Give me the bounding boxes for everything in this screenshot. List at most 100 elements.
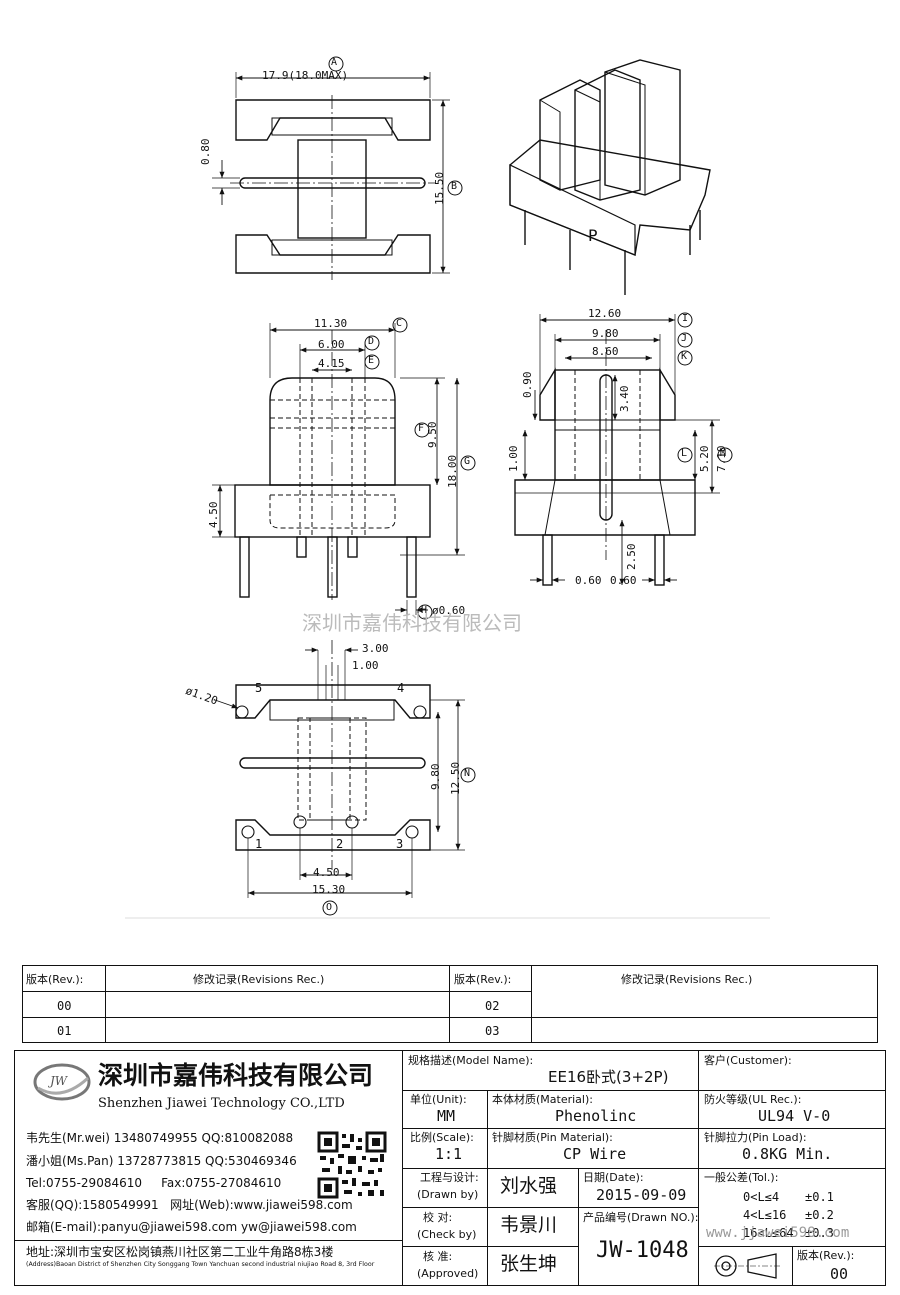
ref-l: L xyxy=(681,448,688,459)
unit-label: 单位(Unit): xyxy=(410,1093,467,1106)
drawn-no-label: 产品编号(Drawn NO.): xyxy=(583,1211,699,1224)
tol-range-2: 16<L≤64 xyxy=(743,1226,794,1240)
ref-b: B xyxy=(451,181,458,192)
logo-text: JW xyxy=(50,1074,68,1088)
rev-value: 00 xyxy=(830,1265,849,1283)
dim-bottom-1250: 12.50 xyxy=(449,761,462,795)
ref-h: H xyxy=(421,605,428,616)
contact-1: 潘小姐(Ms.Pan) 13728773815 QQ:530469346 xyxy=(26,1154,297,1168)
drawn-label-en: (Drawn by) xyxy=(417,1188,479,1201)
rev-header-left: 版本(Rev.): xyxy=(26,973,84,986)
watermark-url: www.jjawei598.com xyxy=(706,1225,850,1241)
dim-side-860: 8.60 xyxy=(592,345,619,358)
side-view xyxy=(514,312,733,586)
address-en: (Address)Baoan District of Shenzhen City… xyxy=(26,1261,375,1268)
pin-label-2: 2 xyxy=(336,837,344,851)
tol-range-1: 4<L≤16 xyxy=(743,1208,787,1222)
pin-label-4: 4 xyxy=(397,681,405,695)
rev-label: 版本(Rev.): xyxy=(797,1249,855,1262)
pin-load-value: 0.8KG Min. xyxy=(742,1145,833,1163)
revision-table: 版本(Rev.): 修改记录(Revisions Rec.) 版本(Rev.):… xyxy=(22,965,878,1043)
pin-label-3: 3 xyxy=(396,837,404,851)
pin-material-label: 针脚材质(Pin Material): xyxy=(492,1131,613,1144)
ref-d: D xyxy=(368,336,375,347)
contact-3: 客服(QQ):1580549991 网址(Web):www.jiawei598.… xyxy=(26,1198,353,1212)
model-label: 规格描述(Model Name): xyxy=(408,1054,534,1067)
dim-side-340: 3.40 xyxy=(618,385,631,413)
dim-side-100: 1.00 xyxy=(507,445,520,473)
dim-bottom-100: 1.00 xyxy=(352,659,379,672)
ref-e: E xyxy=(368,355,375,366)
rev-row-0-left: 00 xyxy=(57,999,72,1013)
ref-o: O xyxy=(326,902,333,913)
dim-front-1130: 11.30 xyxy=(314,317,348,330)
rev-header-right: 版本(Rev.): xyxy=(454,973,512,986)
drawn-no-value: JW-1048 xyxy=(596,1238,689,1263)
qr-code-icon xyxy=(316,1130,388,1200)
dim-bottom-450: 4.50 xyxy=(313,866,340,879)
ref-j: J xyxy=(681,333,688,344)
dim-side-250: 2.50 xyxy=(625,543,638,571)
pin-load-label: 针脚拉力(Pin Load): xyxy=(704,1131,807,1144)
scale-label: 比例(Scale): xyxy=(410,1131,474,1144)
material-value: Phenolinc xyxy=(555,1107,637,1125)
drawn-label: 工程与设计: xyxy=(420,1171,479,1184)
dim-top-width: 17.9(18.0MAX) xyxy=(262,69,349,82)
rev-row-0-right: 02 xyxy=(485,999,500,1013)
dim-front-1800: 18.00 xyxy=(446,454,459,488)
iso-mark-p: P xyxy=(588,226,598,245)
tol-value-2: ±0.3 xyxy=(805,1226,834,1240)
approved-label-en: (Approved) xyxy=(417,1267,479,1280)
ref-n: N xyxy=(464,768,471,779)
dim-top-080: 0.80 xyxy=(199,138,212,166)
dim-front-450: 4.50 xyxy=(207,501,220,529)
dim-top-1550: 15.50 xyxy=(433,171,446,205)
pin-label-1: 1 xyxy=(255,837,263,851)
ref-a: A xyxy=(331,57,338,68)
ref-f: F xyxy=(418,423,425,434)
pin-label-5: 5 xyxy=(255,681,263,695)
ref-i: I xyxy=(682,313,689,324)
technical-drawing xyxy=(125,56,770,919)
contact-4: 邮箱(E-mail):panyu@jiawei598.com yw@jiawei… xyxy=(26,1220,357,1234)
contact-0: 韦先生(Mr.wei) 13480749955 QQ:810082088 xyxy=(26,1131,294,1145)
check-label-en: (Check by) xyxy=(417,1228,477,1241)
ref-m: M xyxy=(720,448,727,459)
jw-logo-icon xyxy=(33,1063,91,1101)
rev-row-1-right: 03 xyxy=(485,1024,500,1038)
contact-2: Tel:0755-29084610 Fax:0755-27084610 xyxy=(26,1176,282,1190)
ref-k: K xyxy=(681,351,688,362)
material-label: 本体材质(Material): xyxy=(492,1093,593,1106)
ul-value: UL94 V-0 xyxy=(758,1107,831,1125)
dim-side-1260: 12.60 xyxy=(588,307,622,320)
date-label: 日期(Date): xyxy=(583,1171,644,1184)
scale-value: 1:1 xyxy=(435,1145,463,1163)
dim-side-pin-left: 0.60 xyxy=(575,574,602,587)
dim-front-pin: ø0.60 xyxy=(432,604,466,617)
watermark: 深圳市嘉伟科技有限公司 xyxy=(302,611,522,635)
dim-side-pin-right: 0.60 xyxy=(610,574,637,587)
tol-label: 一般公差(Tol.): xyxy=(704,1171,779,1184)
projection-symbol-icon xyxy=(714,1253,780,1279)
approved-label: 核 准: xyxy=(423,1250,453,1263)
ref-c: C xyxy=(396,318,403,329)
dim-bottom-980: 9.80 xyxy=(429,763,442,791)
check-label: 校 对: xyxy=(423,1211,453,1224)
rec-header-left: 修改记录(Revisions Rec.) xyxy=(193,973,325,986)
dim-bottom-1530: 15.30 xyxy=(312,883,346,896)
bottom-view xyxy=(214,640,476,916)
address-cn: 地址:深圳市宝安区松岗镇燕川社区第二工业牛角路8栋3楼 xyxy=(26,1245,334,1259)
pin-material-value: CP Wire xyxy=(563,1145,627,1163)
iso-view xyxy=(509,59,711,295)
dim-front-950: 9.50 xyxy=(426,421,439,449)
check-value: 韦景川 xyxy=(500,1214,558,1236)
rec-header-right: 修改记录(Revisions Rec.) xyxy=(621,973,753,986)
ref-g: G xyxy=(464,456,471,467)
dim-front-600: 6.00 xyxy=(318,338,345,351)
dim-front-415: 4.15 xyxy=(318,357,345,370)
dim-side-520: 5.20 xyxy=(698,445,711,473)
dim-bottom-300: 3.00 xyxy=(362,642,389,655)
unit-value: MM xyxy=(437,1107,456,1125)
tol-value-0: ±0.1 xyxy=(805,1190,834,1204)
ul-label: 防火等级(UL Rec.): xyxy=(704,1093,802,1106)
